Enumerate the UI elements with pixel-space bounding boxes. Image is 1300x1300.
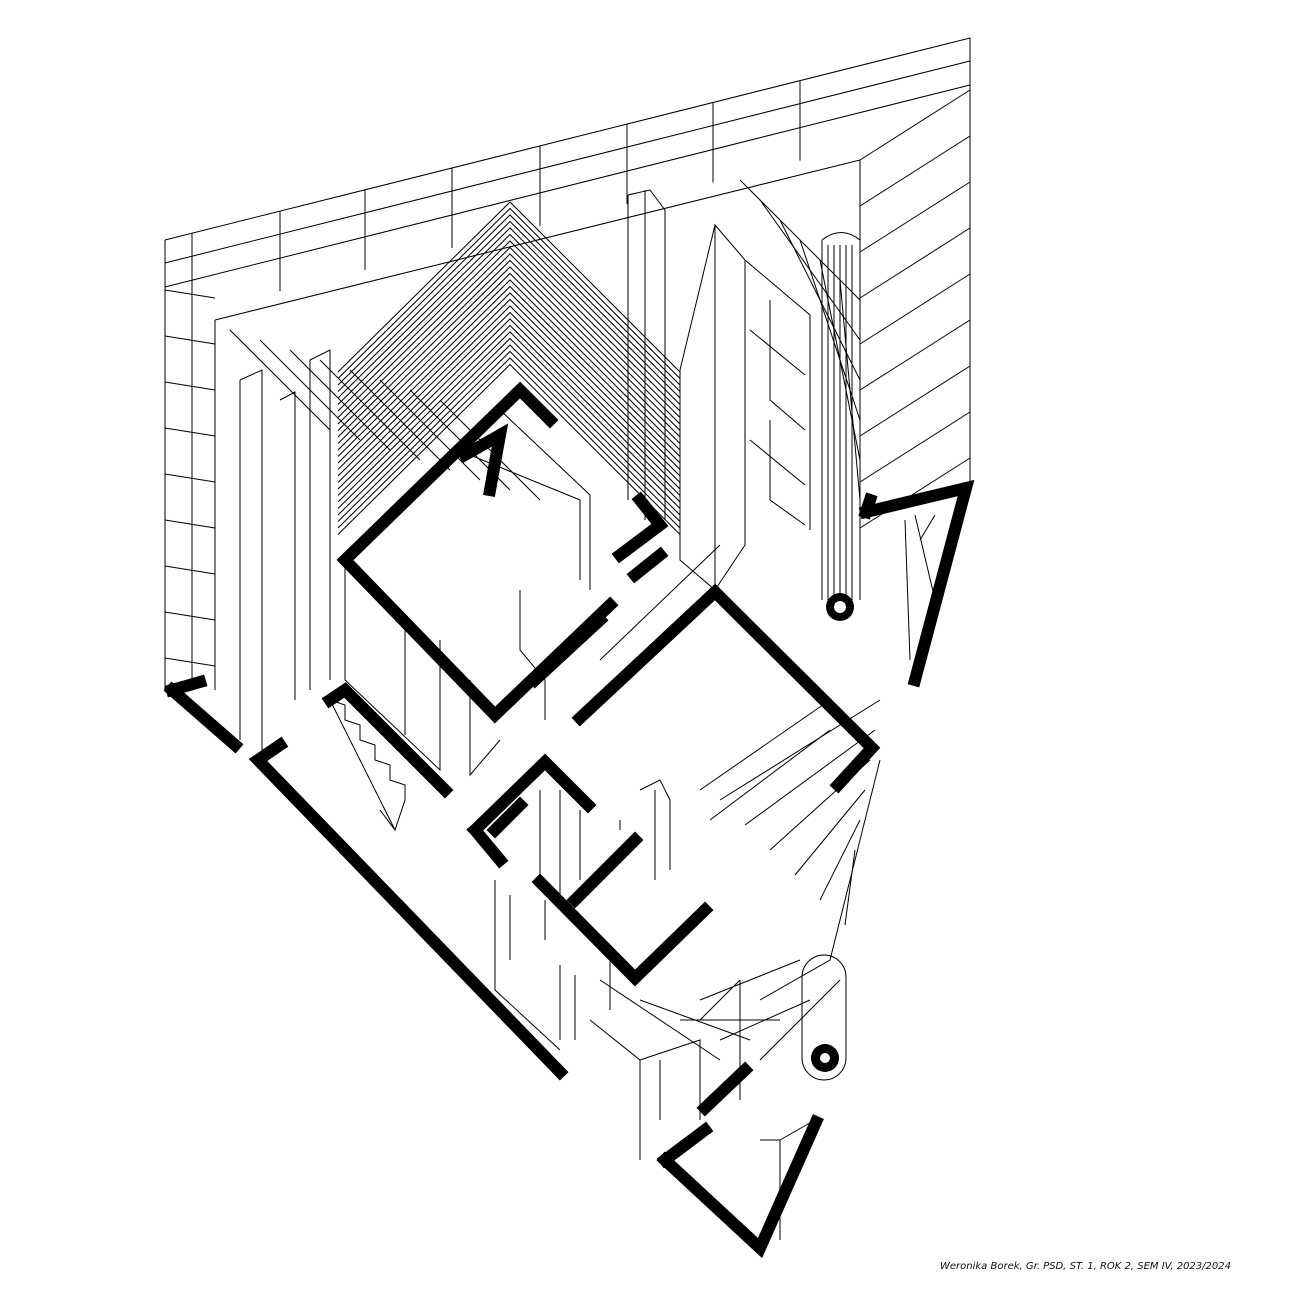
grid-line [349,369,451,471]
grid-line [164,657,216,667]
roof-stripe [337,311,681,483]
roof-stripe [337,214,681,386]
grid-line [719,699,881,801]
roof-stripe [337,324,681,496]
grid-line [859,273,971,345]
roof-stripe [337,220,681,392]
grid-line [819,819,861,901]
grid-line [859,411,971,483]
striped-roof [337,201,681,535]
grid-line [794,789,866,876]
grid-line [164,289,216,299]
grid-line [859,365,971,437]
roof-stripe [337,337,681,509]
grid-line [229,329,331,431]
roof-stripe [337,357,681,529]
roof-stripe [337,233,681,405]
roof-stripe [337,253,681,425]
roof-stripe [337,350,681,522]
building-details [163,37,975,1259]
grid-line [164,611,216,621]
grid-line [839,279,861,501]
grid-line [859,89,971,161]
roof-stripe [337,298,681,470]
roof-stripe [337,259,681,431]
roof-stripe [337,292,681,464]
grid-line [164,565,216,575]
roof-stripe [337,344,681,516]
fluted-column [821,232,861,621]
roof-stripe [337,285,681,457]
roof-stripe [337,266,681,438]
round-column [801,954,847,1081]
grid-line [859,227,971,299]
roof-stripe [337,318,681,490]
grid-line [719,999,811,1041]
back-wall-grid [164,60,971,690]
roof-stripe [337,201,681,373]
grid-line [799,239,861,421]
grid-line [859,135,971,207]
grid-line [164,473,216,483]
grid-line [859,457,971,529]
roof-stripe [337,279,681,451]
roof-stripe [337,246,681,418]
roof-stripe [337,331,681,503]
roof-stripe [337,207,681,379]
grid-line [164,60,971,264]
roof-stripe [337,305,681,477]
roof-stripe [337,363,681,535]
roof-stripe [337,227,681,399]
grid-line [164,427,216,437]
grid-line [164,519,216,529]
grid-line [759,979,841,1061]
grid-line [164,381,216,391]
author-caption: Weronika Borek, Gr. PSD, ST. 1, ROK 2, S… [940,1261,1231,1272]
roof-stripe [337,240,681,412]
grid-line [859,319,971,391]
roof-stripe [337,272,681,444]
grid-line [164,84,971,288]
grid-line [859,181,971,253]
grid-line [164,335,216,345]
grid-line [744,729,876,826]
grid-line [289,349,391,451]
grid-line [844,849,856,926]
